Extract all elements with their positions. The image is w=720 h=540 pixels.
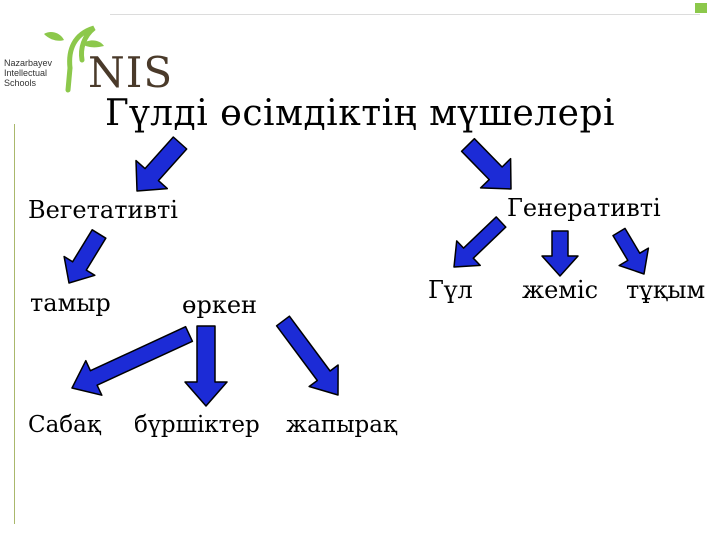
corner-marker: [695, 3, 707, 13]
logo-caption: Nazarbayev Intellectual Schools: [4, 58, 74, 88]
arrow-generative-to-seed: [612, 227, 650, 275]
node-root: тамыр: [30, 289, 111, 317]
left-divider: [14, 124, 15, 524]
node-leaf: жапырақ: [286, 412, 397, 438]
top-divider: [110, 14, 700, 15]
logo-line-1: Nazarbayev: [4, 58, 53, 68]
arrow-generative-to-flower: [453, 216, 507, 268]
node-vegetative: Вегетативті: [28, 196, 178, 224]
page-title: Гүлді өсімдіктің мүшелері: [105, 93, 615, 134]
arrow-title-to-vegetative: [135, 136, 188, 192]
node-flower: Гүл: [428, 276, 473, 304]
node-fruit: жеміс: [522, 276, 599, 304]
node-shoot: өркен: [182, 291, 258, 319]
arrow-shoot-to-buds: [184, 325, 228, 407]
logo-line-2: Intellectual: [4, 68, 48, 78]
logo-brand: NIS: [88, 48, 174, 97]
node-buds: бүршіктер: [134, 412, 260, 438]
arrow-shoot-to-leaf: [275, 315, 339, 396]
nis-logo-icon: [44, 25, 104, 93]
arrow-vegetative-to-root: [63, 229, 107, 284]
arrow-title-to-generative: [460, 137, 512, 190]
node-seed: тұқым: [626, 276, 706, 304]
node-stem: Сабақ: [28, 412, 101, 438]
node-generative: Генеративті: [507, 194, 661, 222]
arrow-generative-to-fruit: [541, 230, 579, 277]
logo-line-3: Schools: [4, 78, 37, 88]
arrow-shoot-to-stem: [71, 325, 194, 396]
